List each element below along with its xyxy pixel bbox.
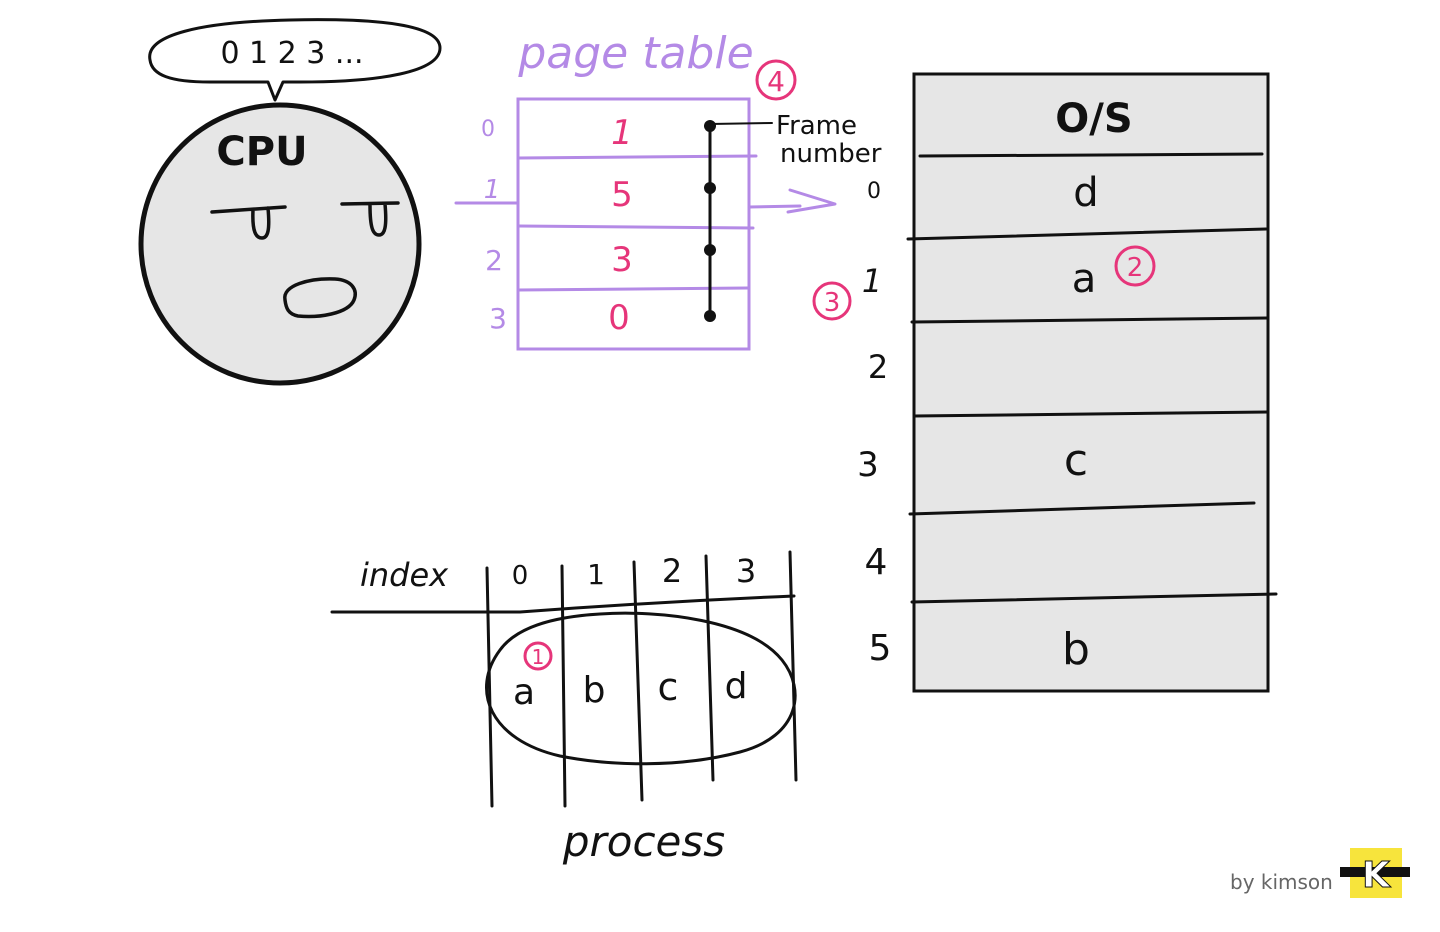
frame-number-label-line2: number [780,139,882,169]
process-page-c: c [658,665,679,709]
page-table-badge-circle [755,59,797,101]
process-page-b: b [583,670,606,711]
memory-badge-number: 2 [1127,253,1144,283]
page-table-frame-2: 3 [611,240,633,280]
memory-frame-content-1: a [1072,256,1097,302]
page-table-frame-0: 1 [611,113,633,153]
page-table-frame-3: 0 [608,298,630,338]
process-column-lines [485,550,798,808]
memory-frame-number-4: 4 [865,542,888,583]
memory-frame-content-0: d [1073,170,1098,216]
process-index-label: index [360,556,449,594]
process-index-underline [330,594,796,614]
memory-badge-circle [1114,245,1156,287]
process-badge-circle [523,641,553,671]
credit-group: by kimson K [1230,848,1410,898]
process-index-2: 2 [662,552,682,590]
page-table-index-1: 1 [484,175,501,205]
cpu-speech-bubble [148,18,442,102]
logo-letter: K [1362,855,1391,896]
memory-frame-number-1: 1 [862,262,882,300]
cpu-group: 0 1 2 3 ... CPU [138,18,442,386]
process-index-3: 3 [736,552,756,590]
memory-frame-content-3: c [1064,435,1088,486]
frame-number-leader [709,122,773,125]
process-group: index 0 1 2 3 a b c d 1 process [330,550,798,866]
cpu-left-eye [210,205,287,240]
process-badge-number: 1 [532,645,545,669]
page-table-index-3: 3 [489,302,507,335]
physical-memory-group: O/S 0 1 2 3 4 5 d a c b 2 3 [812,72,1278,693]
frame-number-dot-3 [704,310,716,322]
frame-number-dot-2 [704,244,716,256]
page-table-index-2: 2 [485,244,503,277]
credit-text: by kimson [1230,870,1333,894]
frame-number-dot-1 [704,182,716,194]
page-table-index-0: 0 [481,117,495,142]
page-table-box [516,97,751,351]
process-ellipse [485,611,797,766]
physical-memory-box [912,72,1270,693]
page-table-frame-1: 5 [611,175,633,215]
process-page-d: d [725,666,748,707]
frame-number-label-line1: Frame [776,111,857,141]
process-index-0: 0 [512,561,529,591]
process-page-a: a [513,672,535,713]
frame-number-badge-circle [812,281,852,321]
memory-frame-dividers [906,152,1278,604]
frame-number-badge-number: 3 [824,288,841,318]
frame-number-dot-0 [704,120,716,132]
page-table-group: page table 4 0 1 2 3 1 5 3 0 Frame numbe… [454,28,882,351]
os-header: O/S [1055,96,1132,142]
cpu-mouth [283,277,357,319]
process-index-1: 1 [587,558,605,591]
cpu-label: CPU [216,129,307,175]
memory-frame-number-3: 3 [857,445,879,485]
logo-stripe [1340,867,1410,877]
memory-frame-number-5: 5 [869,628,892,669]
cpu-speech-text: 0 1 2 3 ... [220,36,363,71]
cpu-face [138,102,422,386]
cpu-right-eye [340,201,400,237]
memory-frame-number-0: 0 [867,179,881,204]
page-table-badge-number: 4 [767,65,785,98]
page-table-output-arrow [747,188,837,214]
memory-frame-number-2: 2 [868,348,888,386]
process-label: process [562,817,725,866]
page-table-title: page table [517,28,753,79]
memory-frame-content-5: b [1062,624,1090,675]
